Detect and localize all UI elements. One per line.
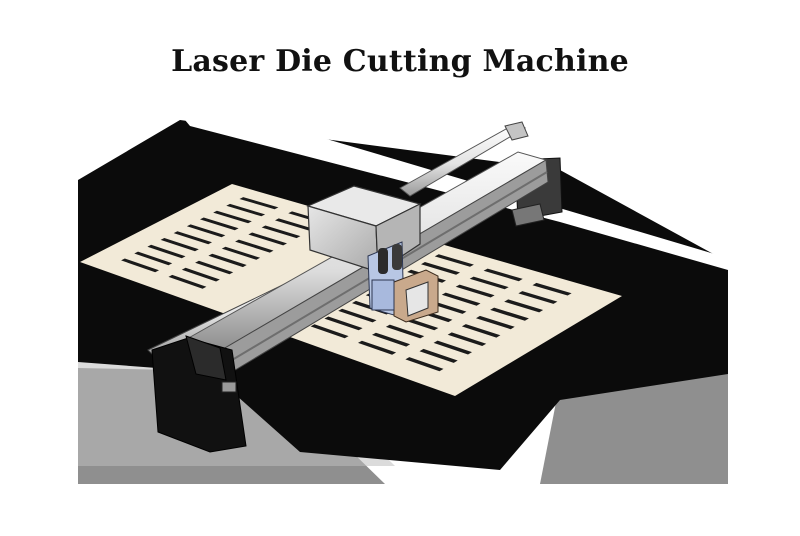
cut-strip xyxy=(461,324,501,338)
cut-strip xyxy=(433,340,472,355)
cut-strip xyxy=(490,307,529,321)
cut-strip xyxy=(518,291,558,304)
cut-strip xyxy=(261,225,301,239)
cut-strip xyxy=(186,224,226,238)
cut-strip xyxy=(532,282,572,296)
cut-strip xyxy=(248,232,287,246)
laser-nozzle-face xyxy=(405,281,429,317)
cut-strip xyxy=(476,315,515,330)
page-title: Laser Die Cutting Machine xyxy=(171,44,629,79)
cut-strip xyxy=(358,340,397,355)
cut-strip xyxy=(134,251,173,266)
cut-strip xyxy=(200,217,239,231)
laser-head-blue-block xyxy=(371,279,395,311)
cut-strip xyxy=(275,218,314,231)
cut-strip xyxy=(419,348,458,363)
cut-strip xyxy=(338,308,377,323)
cut-strip xyxy=(447,332,487,346)
cut-strip xyxy=(173,231,212,245)
cut-strip xyxy=(195,260,234,275)
cut-strip xyxy=(147,244,186,259)
laser-head-cylinder-1 xyxy=(378,248,388,274)
cut-strip xyxy=(213,210,252,224)
cut-strip xyxy=(168,274,207,289)
rear-rail-end xyxy=(504,121,529,141)
cut-strip xyxy=(441,292,481,306)
right-support-foot xyxy=(511,203,545,227)
left-foot-bolt xyxy=(221,381,237,393)
cut-strip xyxy=(324,316,363,331)
cut-strip xyxy=(421,262,460,275)
cut-strip xyxy=(504,299,544,313)
cut-strip xyxy=(310,324,349,339)
cut-strip xyxy=(121,258,159,273)
cut-strip xyxy=(483,268,523,282)
cut-strip xyxy=(160,238,199,252)
cut-strip xyxy=(181,267,220,282)
cut-strip xyxy=(208,253,247,268)
cut-strip xyxy=(372,332,411,347)
cut-strip xyxy=(405,357,444,372)
laser-head-cylinder-2 xyxy=(392,244,402,270)
cut-strip xyxy=(221,246,261,260)
left-beam-cap xyxy=(185,335,227,381)
cut-strip xyxy=(385,324,425,339)
cut-strip xyxy=(239,197,279,210)
cut-strip xyxy=(434,254,474,267)
cut-strip xyxy=(455,284,495,298)
cut-strip xyxy=(226,203,266,217)
cut-strip xyxy=(235,239,274,253)
cut-strip xyxy=(469,276,509,290)
